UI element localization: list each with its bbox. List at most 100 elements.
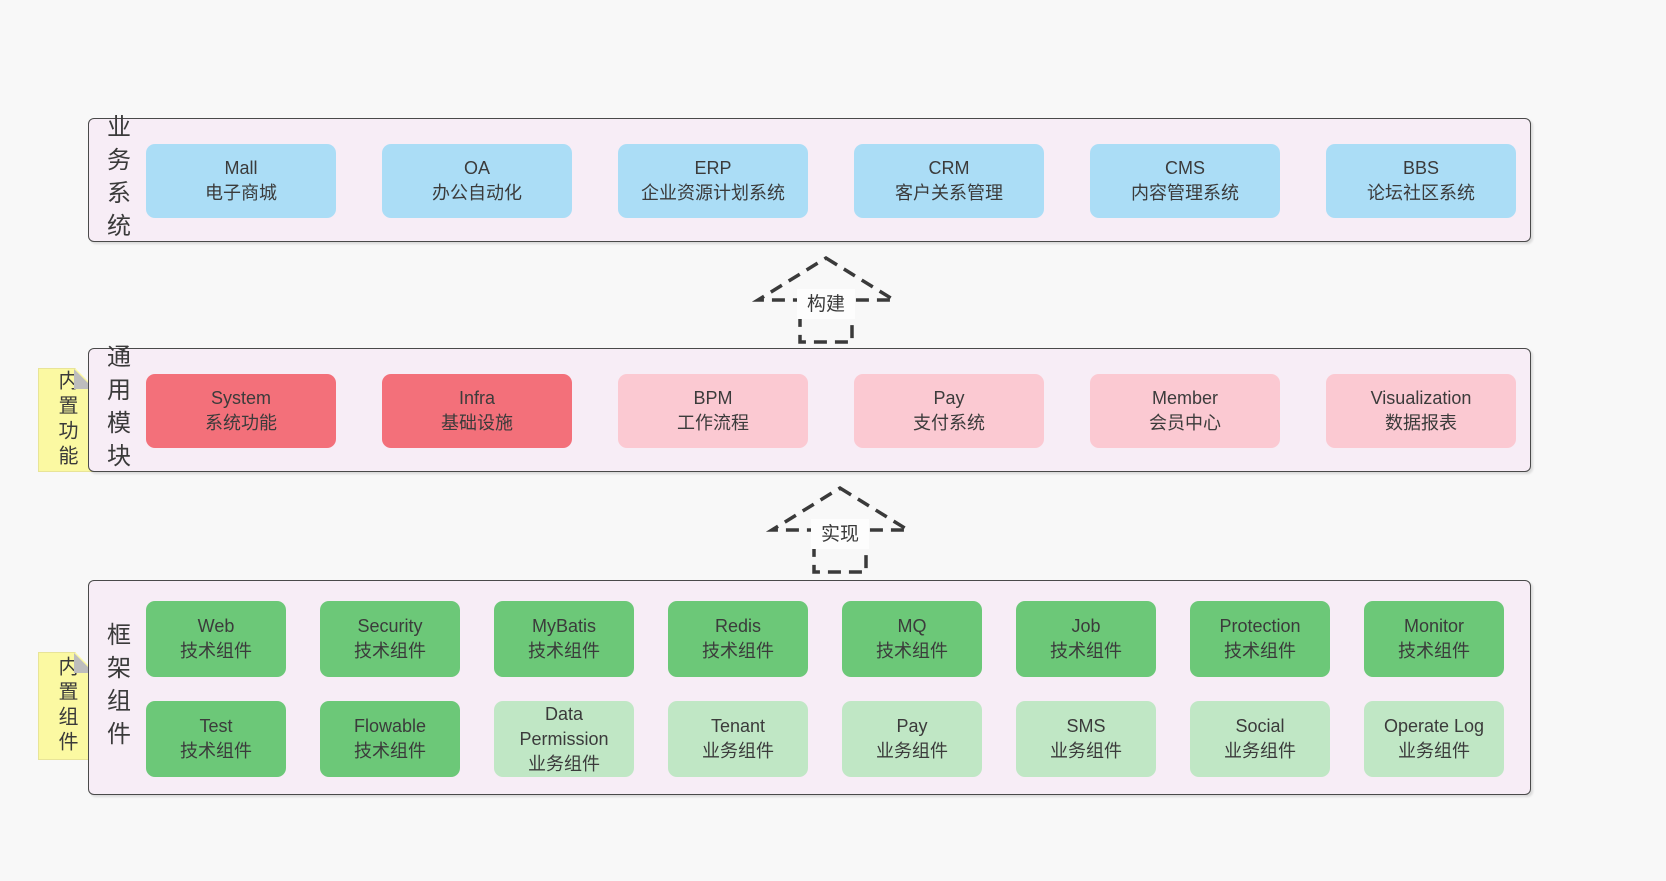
node-title: Infra: [458, 388, 496, 408]
node-pay-system: Pay 支付系统: [854, 374, 1044, 448]
section-business-systems: 业务系统 Mall 电子商城 OA 办公自动化 ERP 企业资源计划系统 CRM…: [88, 114, 1531, 246]
node-monitor: Monitor 技术组件: [1364, 601, 1504, 677]
node-title: System: [210, 388, 271, 408]
node-title: SMS: [1066, 716, 1106, 736]
sticky-note-built-in-components: 内置组件: [38, 652, 95, 760]
framework-row-2: Test 技术组件 Flowable 技术组件 Data Permission …: [146, 701, 1504, 777]
section-framework-components: 框架组件 Web 技术组件 Security 技术组件 MyBatis 技术组件…: [88, 580, 1531, 795]
node-subtitle: 技术组件: [1050, 641, 1122, 661]
node-job: Job 技术组件: [1016, 601, 1156, 677]
sticky-note-label: 内置组件: [55, 656, 77, 756]
node-bpm: BPM 工作流程: [618, 374, 808, 448]
node-operate-log: Operate Log 业务组件: [1364, 701, 1504, 777]
node-sms: SMS 业务组件: [1016, 701, 1156, 777]
node-title: BPM: [693, 388, 733, 408]
node-subtitle: 办公自动化: [432, 183, 522, 203]
node-web: Web 技术组件: [146, 601, 286, 677]
sticky-note-built-in-features: 内置功能: [38, 368, 95, 472]
node-subtitle: 业务组件: [702, 741, 774, 761]
node-visualization: Visualization 数据报表: [1326, 374, 1516, 448]
node-erp: ERP 企业资源计划系统: [618, 144, 808, 218]
up-arrow-icon: 构建: [751, 255, 901, 344]
node-title: MQ: [897, 616, 927, 636]
section-title-vertical: 框架组件: [102, 621, 130, 754]
node-title: Operate Log: [1383, 716, 1485, 736]
node-subtitle: 业务组件: [876, 741, 948, 761]
node-title: Monitor: [1403, 616, 1465, 636]
node-title: Test: [199, 716, 233, 736]
node-title: Web: [197, 616, 235, 636]
node-subtitle: 数据报表: [1385, 413, 1457, 433]
node-subtitle: 工作流程: [677, 413, 749, 433]
node-subtitle: 技术组件: [354, 741, 426, 761]
node-subtitle: 会员中心: [1149, 413, 1221, 433]
node-subtitle: 业务组件: [1224, 741, 1296, 761]
node-mall: Mall 电子商城: [146, 144, 336, 218]
node-test: Test 技术组件: [146, 701, 286, 777]
node-title: ERP: [694, 158, 732, 178]
node-title: MyBatis: [531, 616, 596, 636]
framework-row-1: Web 技术组件 Security 技术组件 MyBatis 技术组件 Redi…: [146, 601, 1504, 677]
modules-box-row: System 系统功能 Infra 基础设施 BPM 工作流程 Pay 支付系统…: [146, 374, 1516, 448]
arrow-label: 构建: [807, 293, 845, 315]
node-subtitle: 业务组件: [528, 753, 600, 774]
node-subtitle: 技术组件: [180, 741, 252, 761]
node-title: Visualization: [1370, 388, 1472, 408]
node-title: Pay: [896, 716, 928, 736]
section-common-modules: 通用模块 System 系统功能 Infra 基础设施 BPM 工作流程 Pay…: [88, 344, 1531, 476]
node-subtitle: 内容管理系统: [1131, 183, 1239, 203]
node-pay-component: Pay 业务组件: [842, 701, 982, 777]
node-protection: Protection 技术组件: [1190, 601, 1330, 677]
node-data-permission: Data Permission 业务组件: [494, 701, 634, 777]
node-tenant: Tenant 业务组件: [668, 701, 808, 777]
node-title: Social: [1235, 716, 1285, 736]
node-subtitle: 企业资源计划系统: [641, 183, 785, 203]
node-infra: Infra 基础设施: [382, 374, 572, 448]
node-subtitle: 技术组件: [1224, 641, 1296, 661]
node-title: Data Permission: [519, 703, 609, 749]
node-subtitle: 业务组件: [1050, 741, 1122, 761]
arrow-label: 实现: [821, 523, 859, 545]
node-title: Job: [1071, 616, 1101, 636]
node-mq: MQ 技术组件: [842, 601, 982, 677]
dashed-up-arrow-implement: 实现: [754, 484, 926, 576]
node-subtitle: 技术组件: [876, 641, 948, 661]
node-crm: CRM 客户关系管理: [854, 144, 1044, 218]
node-title: Tenant: [710, 716, 766, 736]
node-title: Flowable: [353, 716, 427, 736]
sticky-note-label: 内置功能: [55, 370, 77, 470]
node-subtitle: 技术组件: [354, 641, 426, 661]
node-title: Protection: [1219, 616, 1301, 636]
dashed-up-arrow-build: 构建: [740, 254, 912, 346]
node-mybatis: MyBatis 技术组件: [494, 601, 634, 677]
node-subtitle: 电子商城: [205, 183, 277, 203]
section-title-vertical: 业务系统: [102, 114, 130, 246]
node-title: Member: [1151, 388, 1218, 408]
node-system: System 系统功能: [146, 374, 336, 448]
node-title: CRM: [928, 158, 970, 178]
node-subtitle: 技术组件: [180, 641, 252, 661]
node-subtitle: 技术组件: [1398, 641, 1470, 661]
node-title: Security: [357, 616, 423, 636]
node-subtitle: 业务组件: [1398, 741, 1470, 761]
up-arrow-icon: 实现: [765, 485, 915, 574]
node-subtitle: 客户关系管理: [895, 183, 1003, 203]
node-member: Member 会员中心: [1090, 374, 1280, 448]
node-security: Security 技术组件: [320, 601, 460, 677]
node-subtitle: 技术组件: [702, 641, 774, 661]
node-title: Mall: [224, 158, 258, 178]
node-subtitle: 支付系统: [913, 413, 985, 433]
node-cms: CMS 内容管理系统: [1090, 144, 1280, 218]
node-flowable: Flowable 技术组件: [320, 701, 460, 777]
node-title: OA: [463, 158, 490, 178]
node-subtitle: 系统功能: [205, 413, 277, 433]
section-title-vertical: 通用模块: [102, 344, 130, 476]
node-title: BBS: [1402, 158, 1440, 178]
node-oa: OA 办公自动化: [382, 144, 572, 218]
node-subtitle: 技术组件: [528, 641, 600, 661]
node-redis: Redis 技术组件: [668, 601, 808, 677]
node-title: Pay: [933, 388, 965, 408]
node-title: CMS: [1165, 158, 1205, 178]
business-box-row: Mall 电子商城 OA 办公自动化 ERP 企业资源计划系统 CRM 客户关系…: [146, 144, 1516, 218]
